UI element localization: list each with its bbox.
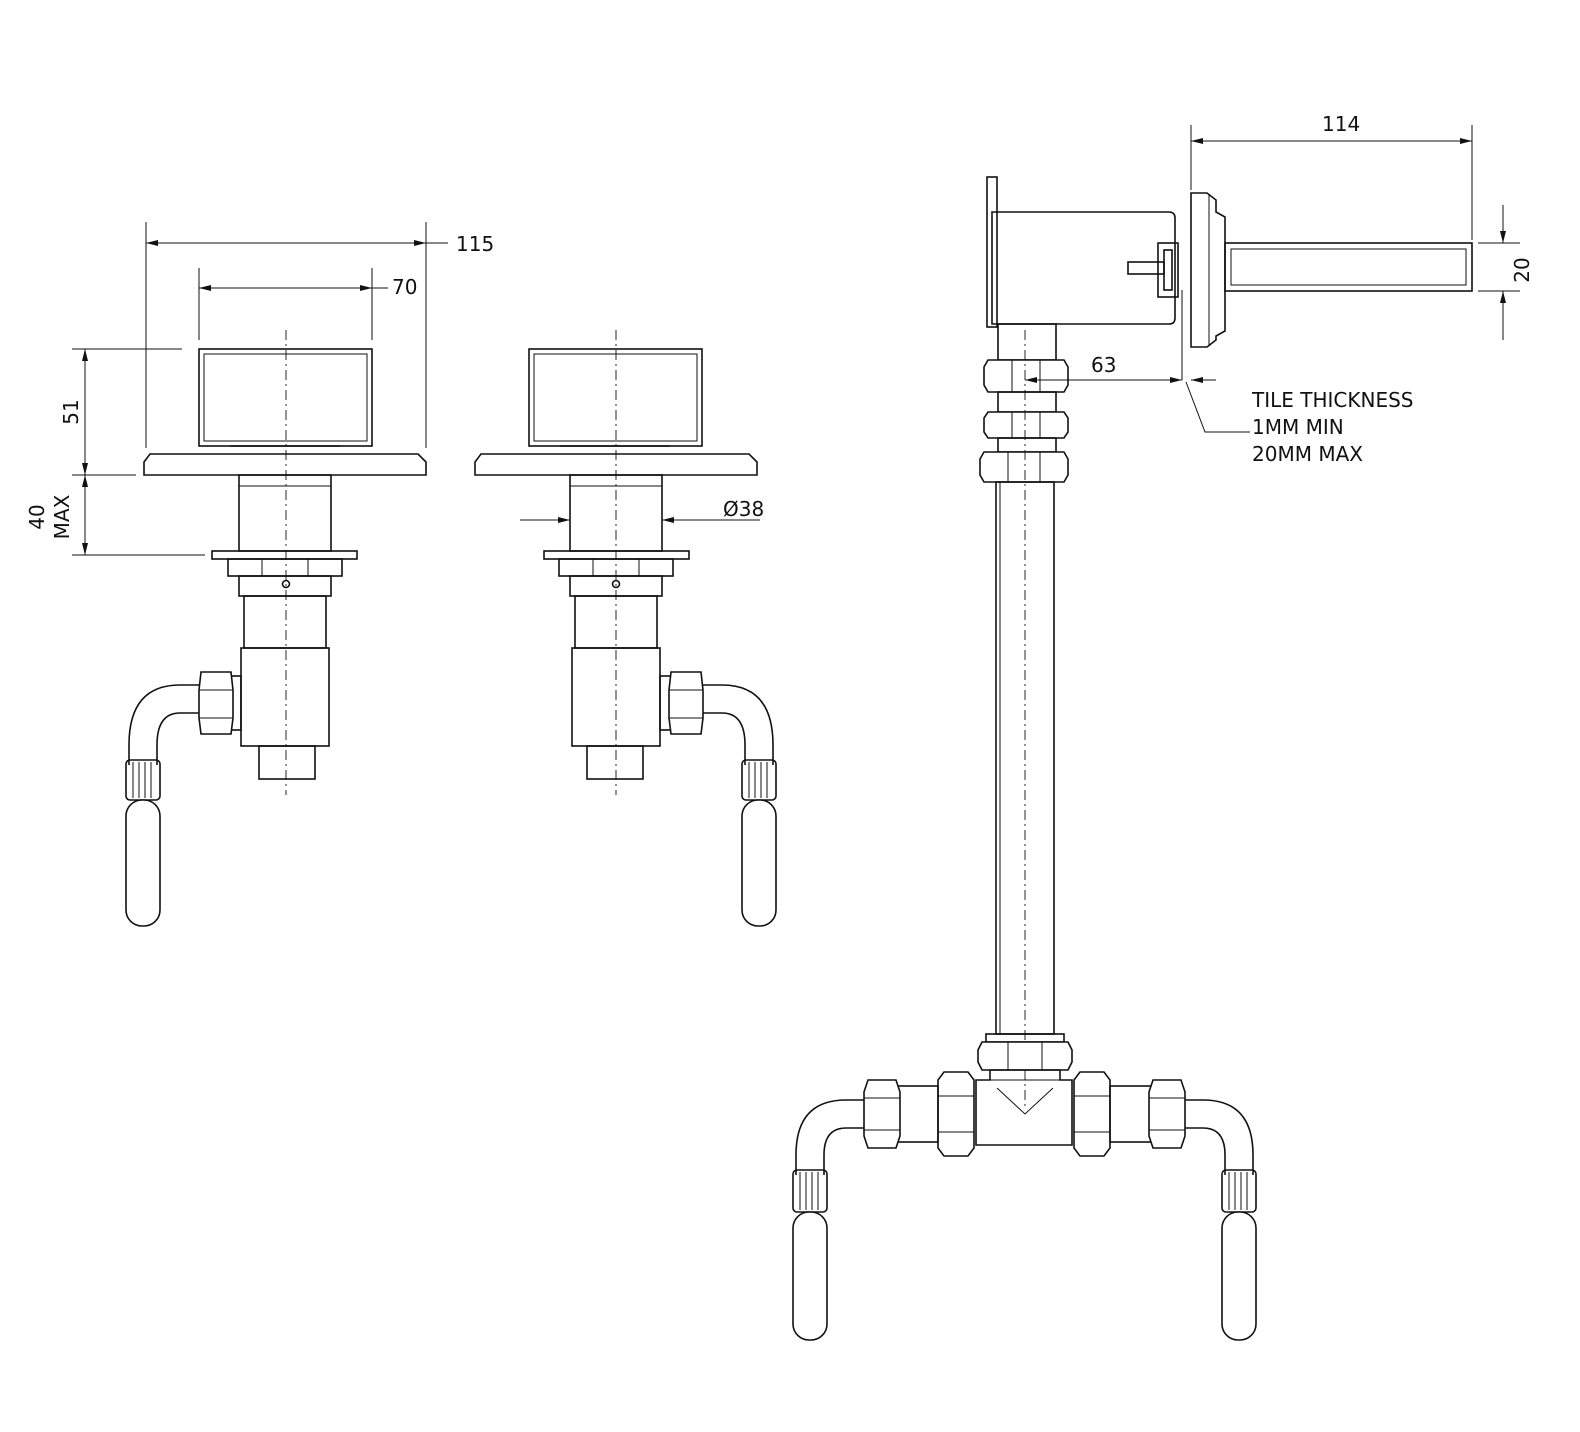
handle-right xyxy=(528,348,703,447)
dim-70-label: 70 xyxy=(392,275,417,299)
dim-40-label: 40 xyxy=(25,504,49,529)
dim-114-label: 114 xyxy=(1322,112,1360,136)
tile-note-line1: TILE THICKNESS xyxy=(1251,388,1413,412)
dim-63-label: 63 xyxy=(1091,353,1116,377)
valve-right xyxy=(474,330,777,927)
cover-plate xyxy=(1190,192,1226,348)
flange-right xyxy=(474,453,758,476)
tile-note-line2: 1MM MIN xyxy=(1252,415,1344,439)
dim-max-label: MAX xyxy=(50,494,74,539)
dim-20-label: 20 xyxy=(1510,257,1534,282)
valve-left xyxy=(125,330,427,927)
dim-115-label: 115 xyxy=(456,232,494,256)
dim-51-label: 51 xyxy=(59,399,83,424)
spout-assembly xyxy=(792,176,1473,1341)
dim-diameter-label: Ø38 xyxy=(723,497,764,521)
handle-left xyxy=(198,348,373,447)
spout xyxy=(1224,242,1473,292)
dimension-lines xyxy=(72,125,1520,556)
tile-note-line3: 20MM MAX xyxy=(1252,442,1363,466)
flange-left xyxy=(143,453,427,476)
